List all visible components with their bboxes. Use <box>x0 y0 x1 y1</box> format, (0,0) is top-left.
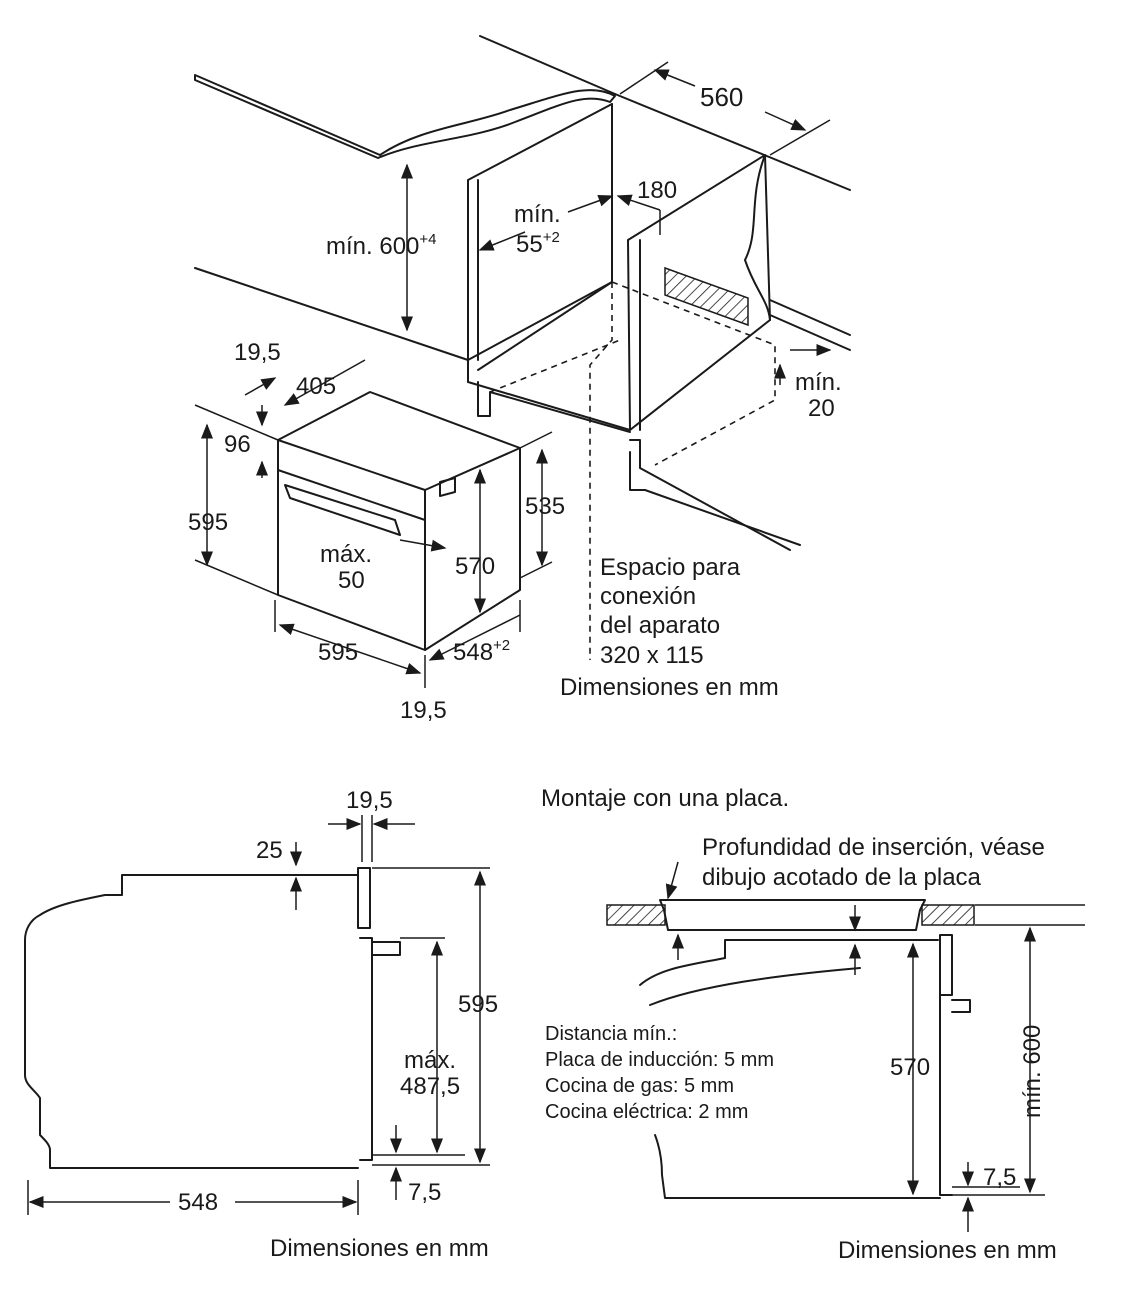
dim-max-50-label: máx. <box>320 541 372 568</box>
distance-note-1: Distancia mín.: <box>545 1023 677 1045</box>
hob-mounting-title: Montaje con una placa. <box>541 785 789 812</box>
dim-548: 548+2 <box>453 637 510 666</box>
insertion-note-1: Profundidad de inserción, véase <box>702 834 1045 861</box>
dim-min-20: 20 <box>808 395 835 422</box>
connection-area-hatch <box>664 266 749 327</box>
dim-25: 25 <box>256 837 283 864</box>
dim-7-5: 7,5 <box>408 1179 441 1206</box>
dim-548: 548 <box>178 1189 218 1216</box>
dim-19-5-top: 19,5 <box>234 339 281 366</box>
bottom-right-units: Dimensiones en mm <box>838 1237 1057 1264</box>
hob-mounting-labels: Montaje con una placa. Profundidad de in… <box>541 785 1057 1264</box>
distance-note-2: Placa de inducción: 5 mm <box>545 1049 774 1071</box>
hob <box>659 899 926 931</box>
connection-note-2: conexión <box>600 583 696 610</box>
insertion-note-2: dibujo acotado de la placa <box>702 864 982 891</box>
side-view-left <box>24 815 490 1215</box>
dim-595-bottom: 595 <box>318 639 358 666</box>
dim-7-5: 7,5 <box>983 1164 1016 1191</box>
dim-487-5: 487,5 <box>400 1073 460 1100</box>
dim-595-left: 595 <box>188 509 228 536</box>
dim-180: 180 <box>637 177 677 204</box>
dim-19-5-bottom: 19,5 <box>400 697 447 724</box>
dim-min-20-label: mín. <box>795 369 842 396</box>
bottom-left-units: Dimensiones en mm <box>270 1235 489 1262</box>
dim-405: 405 <box>296 373 336 400</box>
dim-560: 560 <box>700 82 743 112</box>
side-view-left-labels: 19,5 25 595 máx. 487,5 7,5 548 Dimension… <box>178 787 498 1262</box>
top-isometric-view <box>194 35 851 688</box>
hob-mounting-view <box>606 861 1085 1232</box>
dim-min-55-label: mín. <box>514 201 561 228</box>
connection-note-1: Espacio para <box>600 554 741 581</box>
distance-note-4: Cocina eléctrica: 2 mm <box>545 1101 748 1123</box>
dim-min-55: 55+2 <box>516 229 560 258</box>
dim-96: 96 <box>224 431 251 458</box>
dim-570: 570 <box>890 1054 930 1081</box>
countertop <box>194 74 616 159</box>
dim-min-600: mín. 600 <box>1019 1025 1046 1118</box>
dim-max-label: máx. <box>404 1047 456 1074</box>
distance-note-3: Cocina de gas: 5 mm <box>545 1075 734 1097</box>
oven-isometric <box>277 391 521 651</box>
connection-note-4: 320 x 115 <box>600 642 704 669</box>
countertop-left-hatch <box>606 904 666 926</box>
dim-19-5: 19,5 <box>346 787 393 814</box>
dim-min-600: mín. 600+4 <box>326 231 437 260</box>
dim-570: 570 <box>455 553 495 580</box>
oven-side-profile <box>24 874 359 1169</box>
countertop-right-hatch <box>921 904 975 926</box>
dim-535: 535 <box>525 493 565 520</box>
connection-note-3: del aparato <box>600 612 720 639</box>
top-units: Dimensiones en mm <box>560 674 779 701</box>
top-labels: 560 180 mín. 600+4 mín. 55+2 mín. 20 19,… <box>188 82 842 724</box>
dim-595: 595 <box>458 991 498 1018</box>
dim-max-50: 50 <box>338 567 365 594</box>
